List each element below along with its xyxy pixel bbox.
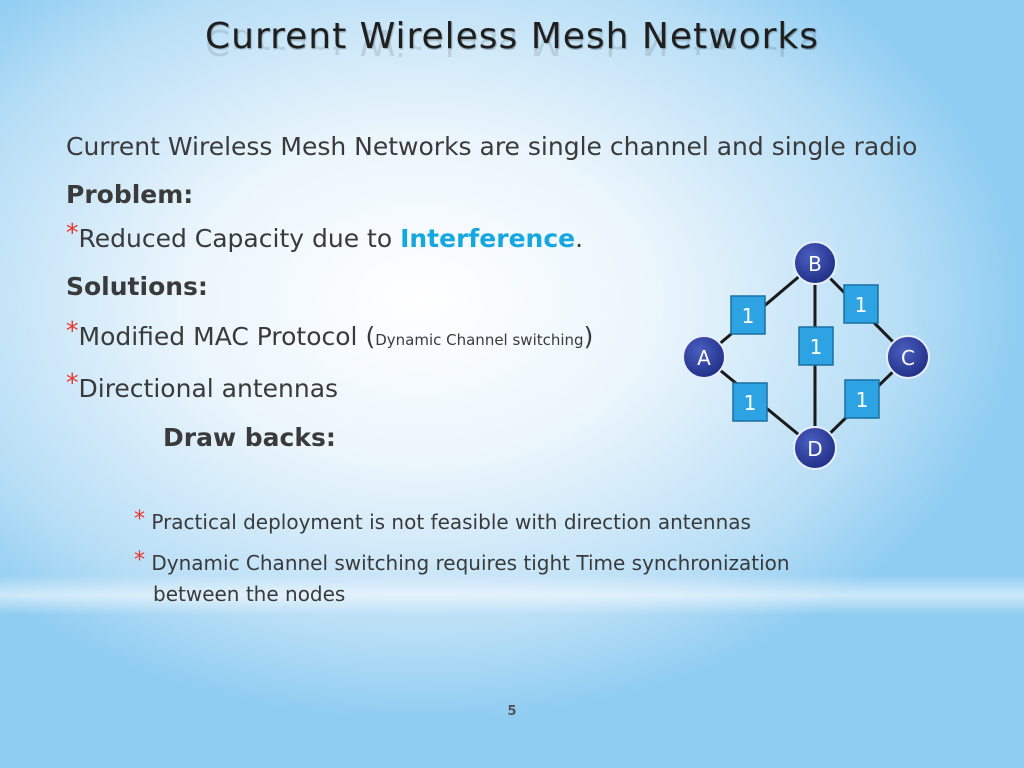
solution1-suffix: ) xyxy=(583,322,594,351)
node-label: D xyxy=(807,437,822,461)
edge-label-bd: 1 xyxy=(798,326,834,366)
edge-label-text: 1 xyxy=(742,304,755,328)
edge-label-ab: 1 xyxy=(730,295,766,335)
node-label: B xyxy=(808,252,822,276)
solution2-text: Directional antennas xyxy=(78,374,339,403)
node-d: D xyxy=(793,426,837,470)
node-a: A xyxy=(682,335,726,379)
drawback2-continuation: between the nodes xyxy=(153,582,346,606)
background-glow xyxy=(0,575,1024,615)
bullet-star-icon: * xyxy=(66,316,79,345)
problem-text: Reduced Capacity due to xyxy=(78,224,401,253)
node-label: C xyxy=(901,346,915,370)
edge-label-text: 1 xyxy=(744,391,757,415)
problem-bullet: *Reduced Capacity due to Interference. xyxy=(66,216,946,262)
edge-label-box xyxy=(730,295,766,335)
slide-title-container: Current Wireless Mesh Networks xyxy=(0,16,1024,57)
edge-label-text: 1 xyxy=(856,388,869,412)
node-b: B xyxy=(793,241,837,285)
node-c: C xyxy=(886,335,930,379)
solution-bullet-1: *Modified MAC Protocol (Dynamic Channel … xyxy=(66,312,946,365)
edge-label-box xyxy=(732,382,768,422)
edge-label-box xyxy=(843,284,879,324)
problem-heading: Problem: xyxy=(66,180,194,209)
edge-label-box xyxy=(844,379,880,419)
page-number: 5 xyxy=(507,704,517,719)
bullet-star-icon: * xyxy=(66,218,79,247)
edge-label-text: 1 xyxy=(810,335,823,359)
solution1-small-text: Dynamic Channel switching xyxy=(375,331,584,349)
node-label: A xyxy=(697,346,711,370)
edge-label-text: 1 xyxy=(855,293,868,317)
intro-text: Current Wireless Mesh Networks are singl… xyxy=(66,132,918,161)
drawback-bullet-2: * Dynamic Channel switching requires tig… xyxy=(134,548,934,579)
slide-body: Current Wireless Mesh Networks are singl… xyxy=(66,128,946,463)
bullet-star-icon: * xyxy=(134,507,145,532)
edge-label-ad: 1 xyxy=(732,382,768,422)
node-circle xyxy=(682,335,726,379)
drawback1-text: Practical deployment is not feasible wit… xyxy=(151,510,751,534)
drawback-bullet-1: * Practical deployment is not feasible w… xyxy=(134,507,934,538)
node-circle xyxy=(793,426,837,470)
drawbacks-heading: Draw backs: xyxy=(163,423,336,452)
solution-bullet-2: *Directional antennas xyxy=(66,365,946,413)
bullet-star-icon: * xyxy=(134,548,145,573)
slide-title: Current Wireless Mesh Networks xyxy=(204,16,819,57)
node-circle xyxy=(793,241,837,285)
edge-label-bc: 1 xyxy=(843,284,879,324)
solution1-text: Modified MAC Protocol ( xyxy=(78,322,376,351)
problem-suffix: . xyxy=(575,224,584,253)
drawback2-text: Dynamic Channel switching requires tight… xyxy=(151,551,790,575)
node-circle xyxy=(886,335,930,379)
edge-label-box xyxy=(798,326,834,366)
interference-highlight: Interference xyxy=(400,224,576,253)
bullet-star-icon: * xyxy=(66,368,79,397)
solutions-heading: Solutions: xyxy=(66,272,208,301)
edge-label-cd: 1 xyxy=(844,379,880,419)
